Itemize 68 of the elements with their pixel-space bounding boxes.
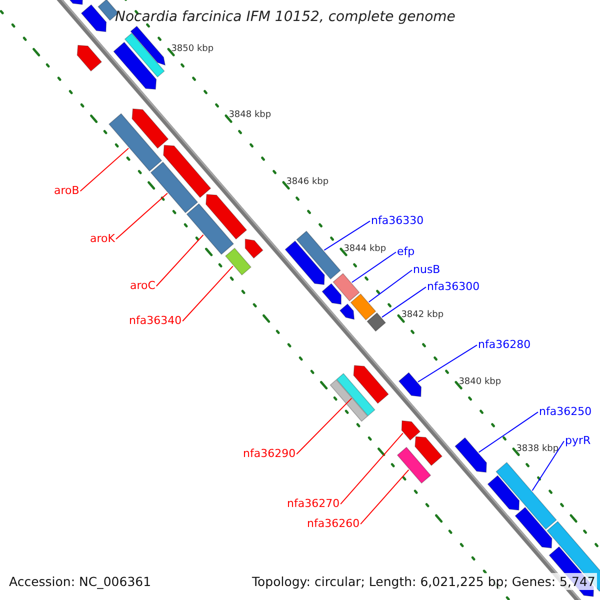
gene-block [414,436,443,466]
gene-block [113,42,157,90]
gene-block [514,506,552,548]
leader-line [324,220,370,251]
gene-block [339,303,355,320]
gene-label: aroC [130,278,156,292]
leader-line [80,148,129,192]
gene-bar [186,203,234,255]
gene-block [132,108,169,149]
info-text: Topology: circular; Length: 6,021,225 bp; Genes: 5,747 [250,573,598,590]
leader-line [382,286,426,318]
scale-label: 3844 kbp [344,244,386,254]
gene-block [76,44,102,72]
gene-label: nfa36270 [287,496,340,510]
leader-line [351,252,396,283]
gene-label: nfa36330 [371,214,424,227]
gene-block [401,420,421,441]
gene-block [163,144,212,198]
scale-label: 3846 kbp [286,177,329,188]
gene-block [454,437,487,473]
leader-line [116,192,168,240]
scale-label: 3840 kbp [458,376,502,388]
gene-bar [108,113,162,172]
diagram-title: Nocardia farcinica IFM 10152, complete genome [115,9,456,26]
gene-bar [150,162,198,214]
gene-label: nfa36280 [478,338,531,351]
gene-block [487,475,520,511]
gene-bar [296,230,341,280]
gene-block [284,240,325,285]
gene-label: nfa36300 [427,280,480,293]
gene-label: nfa36340 [129,314,182,327]
gene-block [130,26,166,66]
leader-line [296,398,352,455]
gene-block [322,283,342,305]
leader-line [360,469,410,525]
leader-line [182,266,234,322]
gene-label: aroK [90,232,115,245]
gene-bar [336,372,376,416]
gene-bar [330,379,368,422]
leader-line [156,234,204,287]
gene-bar [124,32,165,78]
gene-block [353,365,389,404]
leader-line [418,344,478,382]
gene-label: efp [397,244,415,258]
scale-label: 3848 kbp [228,110,272,122]
gene-block [398,372,422,398]
leader-line [340,432,404,505]
gene-label: pyrR [565,434,591,447]
leader-line [368,270,412,302]
scale-label: 3850 kbp [171,44,214,55]
gene-bar [366,312,386,332]
scale-label: 3842 kbp [401,310,444,322]
gene-block [80,4,107,32]
leader-line [478,412,538,453]
gene-bar [332,272,360,302]
leader-line [532,440,564,492]
gene-bar [350,293,376,320]
gene-label: nfa36290 [243,446,296,460]
scale-label: 3838 kbp [516,444,559,454]
gene-block [244,238,264,259]
gene-label: nusB [413,262,440,276]
gene-bar [224,248,252,276]
gene-bar [496,462,557,530]
gene-bar [396,446,432,484]
gene-block [206,194,248,240]
gene-label: nfa36250 [539,404,592,418]
gene-label: aroB [54,184,80,197]
gene-label: nfa36260 [307,516,360,530]
